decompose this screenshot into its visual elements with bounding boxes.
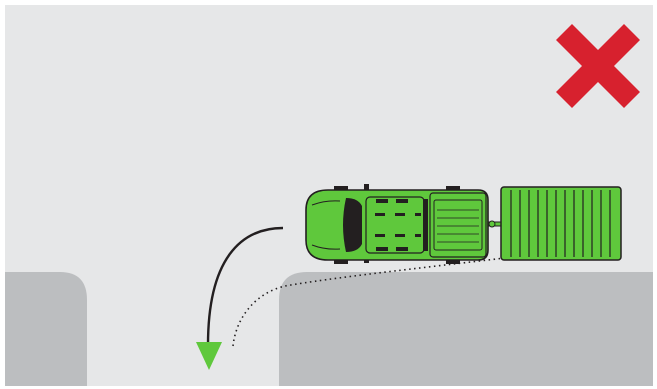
pickup-truck [305, 184, 489, 264]
curb-right [279, 272, 653, 386]
red-x-icon [556, 24, 640, 108]
trailer [486, 186, 622, 261]
windshield [343, 198, 362, 252]
curb-left [5, 272, 87, 386]
truck-turn-arrow [196, 226, 284, 370]
trailer-path-dotted [232, 257, 506, 347]
incorrect-mark [556, 24, 640, 108]
arrow-head-icon [196, 342, 222, 370]
